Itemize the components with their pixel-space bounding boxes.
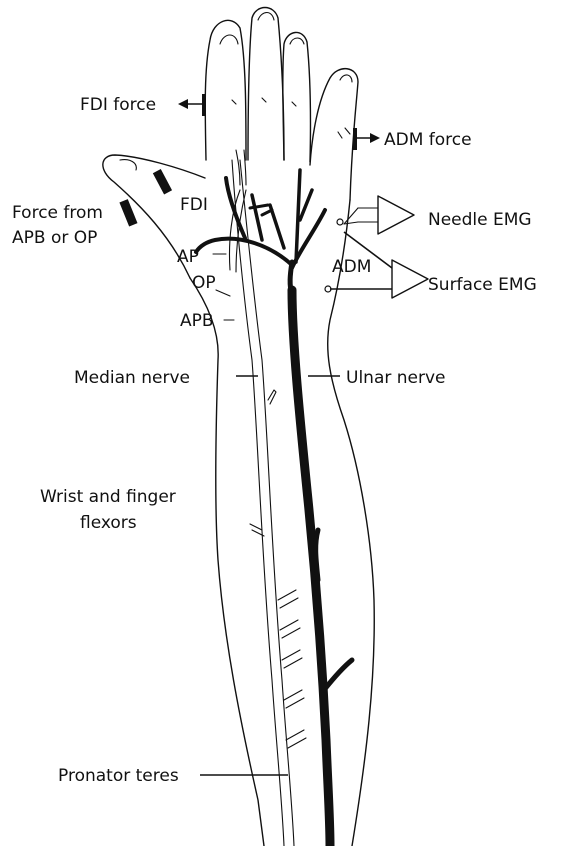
needle-electrode [337, 219, 343, 225]
forearm-left-edge [190, 278, 264, 846]
ring-finger [283, 32, 311, 162]
op-pointer [216, 290, 230, 296]
knuckle-creases [232, 98, 296, 106]
needle-emg-lead-3 [344, 208, 358, 224]
fdi-transducer [202, 94, 206, 116]
labels: FDI force ADM force Force from APB or OP… [12, 95, 537, 786]
little-finger-creases [338, 128, 350, 138]
emg-setup [325, 196, 428, 298]
fdi-force-arrowhead [178, 99, 188, 109]
index-nail [220, 35, 238, 44]
median-nerve-right [240, 160, 294, 846]
pointer-lines [200, 254, 340, 775]
median-nerve-left [232, 160, 284, 846]
ulnar-nerve-path [196, 170, 352, 846]
median-branch-6 [284, 690, 304, 708]
median-branch-4 [280, 620, 300, 638]
label-wrist-flexors-1: Wrist and finger [40, 487, 176, 507]
label-median-nerve: Median nerve [74, 368, 190, 388]
arm-outline [103, 8, 374, 846]
adm-force-arrowhead [370, 133, 380, 143]
label-ulnar-nerve: Ulnar nerve [346, 368, 446, 388]
label-adm: ADM [332, 257, 371, 277]
middle-nail [258, 13, 274, 21]
median-branch-1 [268, 390, 276, 404]
thumb-transducer [119, 199, 137, 226]
median-nerve-path [229, 150, 306, 846]
label-needle-emg: Needle EMG [428, 210, 532, 230]
median-branch-5 [282, 650, 302, 668]
ulnar-branch-lower [324, 660, 352, 690]
forearm-right-edge [328, 200, 375, 846]
label-force-from-2: APB or OP [12, 228, 97, 248]
middle-finger [248, 8, 284, 161]
surface-emg-amplifier [392, 260, 428, 298]
little-finger [310, 69, 358, 200]
label-pronator-teres: Pronator teres [58, 766, 179, 786]
adm-transducer [353, 128, 357, 150]
needle-emg-amplifier [378, 196, 414, 234]
thumb-transducer-2 [153, 169, 172, 194]
label-wrist-flexors-2: flexors [80, 513, 137, 533]
label-apb: APB [180, 311, 214, 331]
label-fdi: FDI [180, 195, 208, 215]
ulnar-nerve-trunk [292, 290, 330, 846]
ulnar-wrist-junction [290, 262, 292, 295]
index-finger [205, 20, 246, 160]
ulnar-deep-arch [196, 239, 292, 265]
ring-nail [290, 38, 304, 44]
ulnar-branch-mid [316, 530, 318, 580]
label-adm-force: ADM force [384, 130, 472, 150]
label-op: OP [192, 273, 216, 293]
thumb-nail [120, 160, 136, 170]
median-branch-3 [278, 590, 298, 608]
little-nail [340, 75, 352, 82]
label-force-from-1: Force from [12, 203, 103, 223]
label-ap: AP [177, 247, 199, 267]
median-branch-7 [286, 730, 306, 748]
label-fdi-force: FDI force [80, 95, 156, 115]
label-surface-emg: Surface EMG [428, 275, 537, 295]
